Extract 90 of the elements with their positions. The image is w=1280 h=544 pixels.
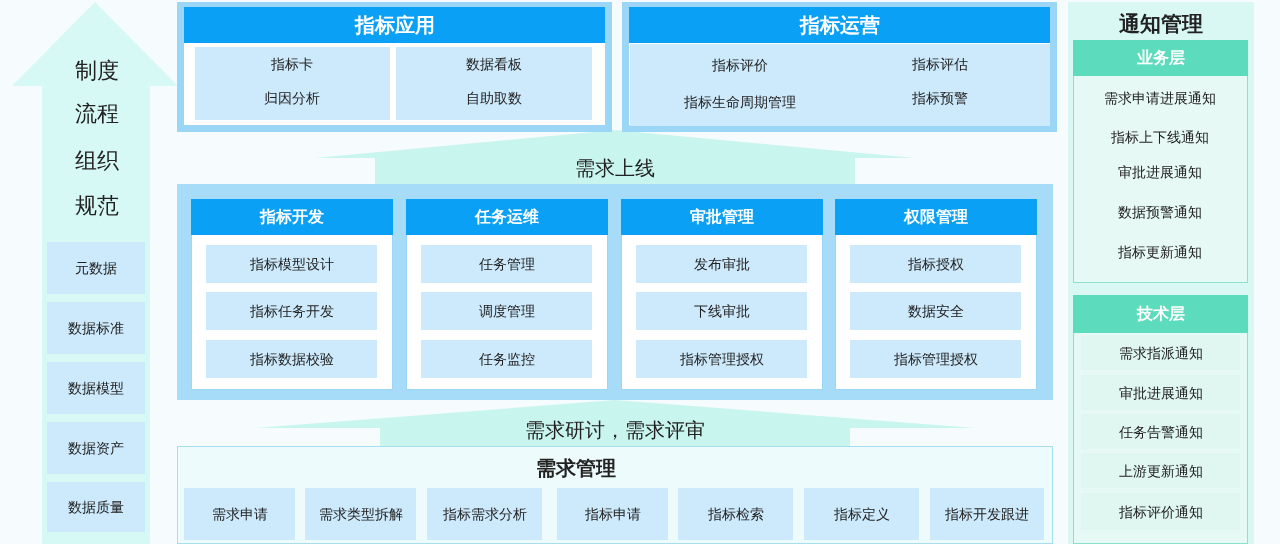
item-label: 数据模型 bbox=[68, 379, 124, 398]
item-label: 上游更新通知 bbox=[1119, 462, 1203, 481]
panel-header: 任务运维 bbox=[406, 199, 608, 235]
panel-header: 业务层 bbox=[1073, 40, 1248, 76]
item-label: 指标评价 bbox=[712, 56, 768, 75]
layer-panel bbox=[177, 446, 1053, 544]
item-box bbox=[804, 488, 919, 540]
item-label: 指标管理授权 bbox=[680, 350, 764, 369]
side-panel bbox=[1068, 2, 1254, 544]
item-label: 需求指派通知 bbox=[1119, 344, 1203, 363]
item-box bbox=[184, 488, 295, 540]
item-label: 自助取数 bbox=[466, 89, 522, 108]
item-label: 下线审批 bbox=[694, 302, 750, 321]
layer-panel bbox=[1073, 40, 1248, 283]
layer-panel bbox=[622, 2, 1057, 132]
item-label: 指标管理授权 bbox=[894, 350, 978, 369]
module-panel bbox=[406, 199, 608, 390]
item-box bbox=[305, 488, 416, 540]
module-panel bbox=[835, 199, 1037, 390]
side-label: 规范 bbox=[75, 192, 119, 220]
item-label: 数据看板 bbox=[466, 55, 522, 74]
item-box bbox=[850, 292, 1021, 330]
side-label: 组织 bbox=[75, 147, 119, 175]
item-label: 数据资产 bbox=[68, 439, 124, 458]
item-label: 指标预警 bbox=[912, 89, 968, 108]
item-box bbox=[678, 488, 793, 540]
item-box bbox=[421, 245, 592, 283]
item-label: 指标数据校验 bbox=[250, 350, 334, 369]
item-box bbox=[930, 488, 1044, 540]
panel-header: 审批管理 bbox=[621, 199, 823, 235]
item-label: 发布审批 bbox=[694, 255, 750, 274]
item-box bbox=[636, 292, 807, 330]
item-label: 指标模型设计 bbox=[250, 255, 334, 274]
item-label: 需求类型拆解 bbox=[319, 505, 403, 524]
item-label: 调度管理 bbox=[479, 302, 535, 321]
panel-title: 通知管理 bbox=[1119, 11, 1203, 38]
panel-header: 指标开发 bbox=[191, 199, 393, 235]
item-box bbox=[630, 44, 1050, 126]
item-box bbox=[636, 340, 807, 378]
layer-band bbox=[177, 184, 1053, 400]
item-box bbox=[421, 340, 592, 378]
item-label: 审批进展通知 bbox=[1119, 384, 1203, 403]
side-label: 制度 bbox=[75, 57, 119, 85]
item-box bbox=[396, 47, 592, 120]
item-box bbox=[206, 245, 377, 283]
layer-panel bbox=[177, 2, 612, 132]
item-label: 数据安全 bbox=[908, 302, 964, 321]
item-label: 数据预警通知 bbox=[1118, 203, 1202, 222]
side-label: 流程 bbox=[75, 100, 119, 128]
item-label: 数据质量 bbox=[68, 498, 124, 517]
item-label: 指标定义 bbox=[834, 505, 890, 524]
module-panel bbox=[191, 199, 393, 390]
item-box bbox=[557, 488, 668, 540]
item-label: 指标上下线通知 bbox=[1111, 128, 1209, 147]
item-label: 指标授权 bbox=[908, 255, 964, 274]
item-label: 指标评价通知 bbox=[1119, 503, 1203, 522]
panel-header: 权限管理 bbox=[835, 199, 1037, 235]
item-box bbox=[850, 340, 1021, 378]
panel-header: 技术层 bbox=[1073, 295, 1248, 333]
item-box bbox=[850, 245, 1021, 283]
item-label: 指标评估 bbox=[912, 55, 968, 74]
item-box bbox=[206, 340, 377, 378]
panel-title: 需求管理 bbox=[536, 455, 616, 481]
item-label: 指标申请 bbox=[585, 505, 641, 524]
item-box bbox=[636, 245, 807, 283]
item-box bbox=[206, 292, 377, 330]
item-label: 指标开发跟进 bbox=[945, 505, 1029, 524]
item-label: 指标卡 bbox=[271, 55, 313, 74]
item-label: 指标检索 bbox=[708, 505, 764, 524]
item-label: 数据标准 bbox=[68, 319, 124, 338]
layer-panel bbox=[1073, 295, 1248, 544]
item-label: 指标生命周期管理 bbox=[684, 93, 796, 112]
item-label: 元数据 bbox=[75, 259, 117, 278]
panel-header: 指标应用 bbox=[184, 7, 605, 43]
item-label: 审批进展通知 bbox=[1118, 163, 1202, 182]
item-label: 指标需求分析 bbox=[443, 505, 527, 524]
item-box bbox=[195, 47, 390, 120]
item-label: 需求申请 bbox=[212, 505, 268, 524]
item-label: 任务告警通知 bbox=[1119, 423, 1203, 442]
item-box bbox=[427, 488, 542, 540]
item-label: 归因分析 bbox=[264, 89, 320, 108]
panel-header: 指标运营 bbox=[629, 7, 1050, 43]
module-panel bbox=[621, 199, 823, 390]
up-arrow-band bbox=[12, 2, 178, 544]
item-label: 任务监控 bbox=[479, 350, 535, 369]
item-label: 任务管理 bbox=[479, 255, 535, 274]
item-label: 需求申请进展通知 bbox=[1104, 89, 1216, 108]
item-label: 指标任务开发 bbox=[250, 302, 334, 321]
item-label: 指标更新通知 bbox=[1118, 243, 1202, 262]
item-box bbox=[421, 292, 592, 330]
